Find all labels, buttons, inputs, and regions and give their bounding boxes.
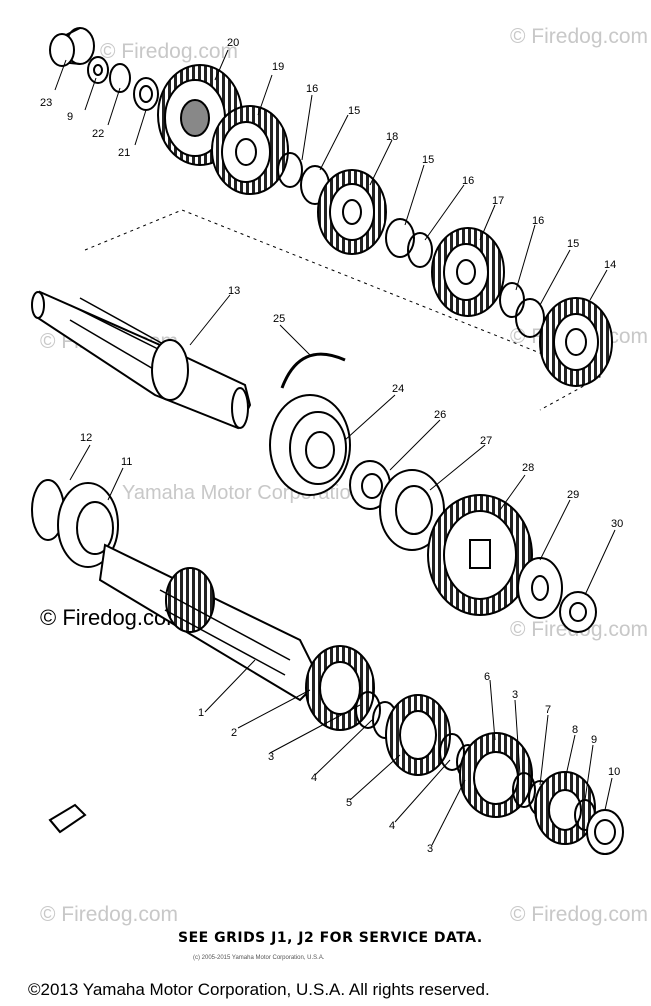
part-16-circlip-a: [277, 152, 303, 188]
part-24-bearing: [269, 394, 351, 496]
callout-6: 6: [484, 671, 490, 683]
callout-15: 15: [567, 238, 579, 250]
part-5-gear: [385, 694, 451, 776]
callout-17: 17: [492, 195, 504, 207]
watermark-top-right: © Firedog.com: [510, 25, 649, 48]
part-9-washer: [87, 56, 109, 84]
part-16-circlip-b: [407, 232, 433, 268]
part-10-bushing: [586, 809, 624, 855]
callout-3: 3: [268, 751, 274, 763]
part-13-main-axle: [31, 290, 252, 430]
part-15-washer-b: [385, 218, 415, 258]
part-8-gear: [534, 771, 596, 845]
callout-16: 16: [462, 175, 474, 187]
part-4-washer-b: [439, 733, 465, 771]
callout-16: 16: [532, 215, 544, 227]
callout-15: 15: [422, 154, 434, 166]
callout-3: 3: [512, 689, 518, 701]
callout-30: 30: [611, 518, 623, 530]
callout-26: 26: [434, 409, 446, 421]
callout-24: 24: [392, 383, 404, 395]
callout-9: 9: [67, 111, 73, 123]
part-28-sprocket: [427, 494, 533, 616]
transmission-exploded-diagram: 23 9 22 21 20 19 16 15 18 15 16 17 16 15…: [31, 27, 624, 855]
part-27-oil-seal: [379, 469, 445, 551]
callout-2: 2: [231, 727, 237, 739]
callout-21: 21: [118, 147, 130, 159]
part-3-circlip-a: [355, 691, 381, 729]
callout-23: 23: [40, 97, 52, 109]
part-15-washer-c: [515, 298, 545, 338]
callout-3: 3: [427, 843, 433, 855]
part-21-washer: [133, 77, 159, 111]
part-6-gear: [459, 732, 533, 818]
callout-1: 1: [198, 707, 204, 719]
part-17-gear: [431, 227, 505, 317]
service-data-note: SEE GRIDS J1, J2 FOR SERVICE DATA.: [178, 930, 483, 946]
watermark-bottom-right: © Firedog.com: [510, 903, 649, 926]
callout-12: 12: [80, 432, 92, 444]
part-29-lock-washer: [517, 557, 563, 619]
part-1-drive-axle: [98, 543, 322, 702]
part-18-gear: [317, 169, 387, 255]
callout-10: 10: [608, 766, 620, 778]
footer-copyright: ©2013 Yamaha Motor Corporation, U.S.A. A…: [28, 980, 490, 999]
watermark-bottom-left: © Firedog.com: [40, 903, 179, 926]
front-arrow-icon: [48, 803, 87, 834]
part-11-bearing: [57, 482, 119, 568]
callout-13: 13: [228, 285, 240, 297]
part-14-gear: [539, 297, 613, 387]
callout-4: 4: [311, 772, 317, 784]
part-22-circlip: [109, 63, 131, 93]
part-30-nut: [559, 591, 597, 633]
callout-18: 18: [386, 131, 398, 143]
callout-8: 8: [572, 724, 578, 736]
callout-4: 4: [389, 820, 395, 832]
part-16-circlip-c: [499, 282, 525, 318]
leader-lines: [54, 49, 616, 846]
callout-11: 11: [121, 456, 132, 468]
callout-7: 7: [545, 704, 551, 716]
callout-20: 20: [227, 37, 239, 49]
callout-5: 5: [346, 797, 352, 809]
part-19-gear: [211, 105, 289, 195]
callout-22: 22: [92, 128, 104, 140]
callout-9: 9: [591, 734, 597, 746]
callout-14: 14: [604, 259, 616, 271]
callout-16: 16: [306, 83, 318, 95]
part-25-half-ring: [280, 352, 346, 389]
callout-28: 28: [522, 462, 534, 474]
callout-15: 15: [348, 105, 360, 117]
callout-29: 29: [567, 489, 579, 501]
watermark-top-left: © Firedog.com: [100, 40, 239, 63]
callout-19: 19: [272, 61, 284, 73]
part-2-gear: [305, 645, 375, 731]
part-3-circlip-c: [512, 772, 536, 808]
callout-27: 27: [480, 435, 492, 447]
dashed-assembly-outline: [84, 209, 602, 411]
fine-print-copyright: (c) 2005-2015 Yamaha Motor Corporation, …: [193, 955, 325, 961]
callout-25: 25: [273, 313, 285, 325]
part-23-bushing: [49, 27, 95, 67]
